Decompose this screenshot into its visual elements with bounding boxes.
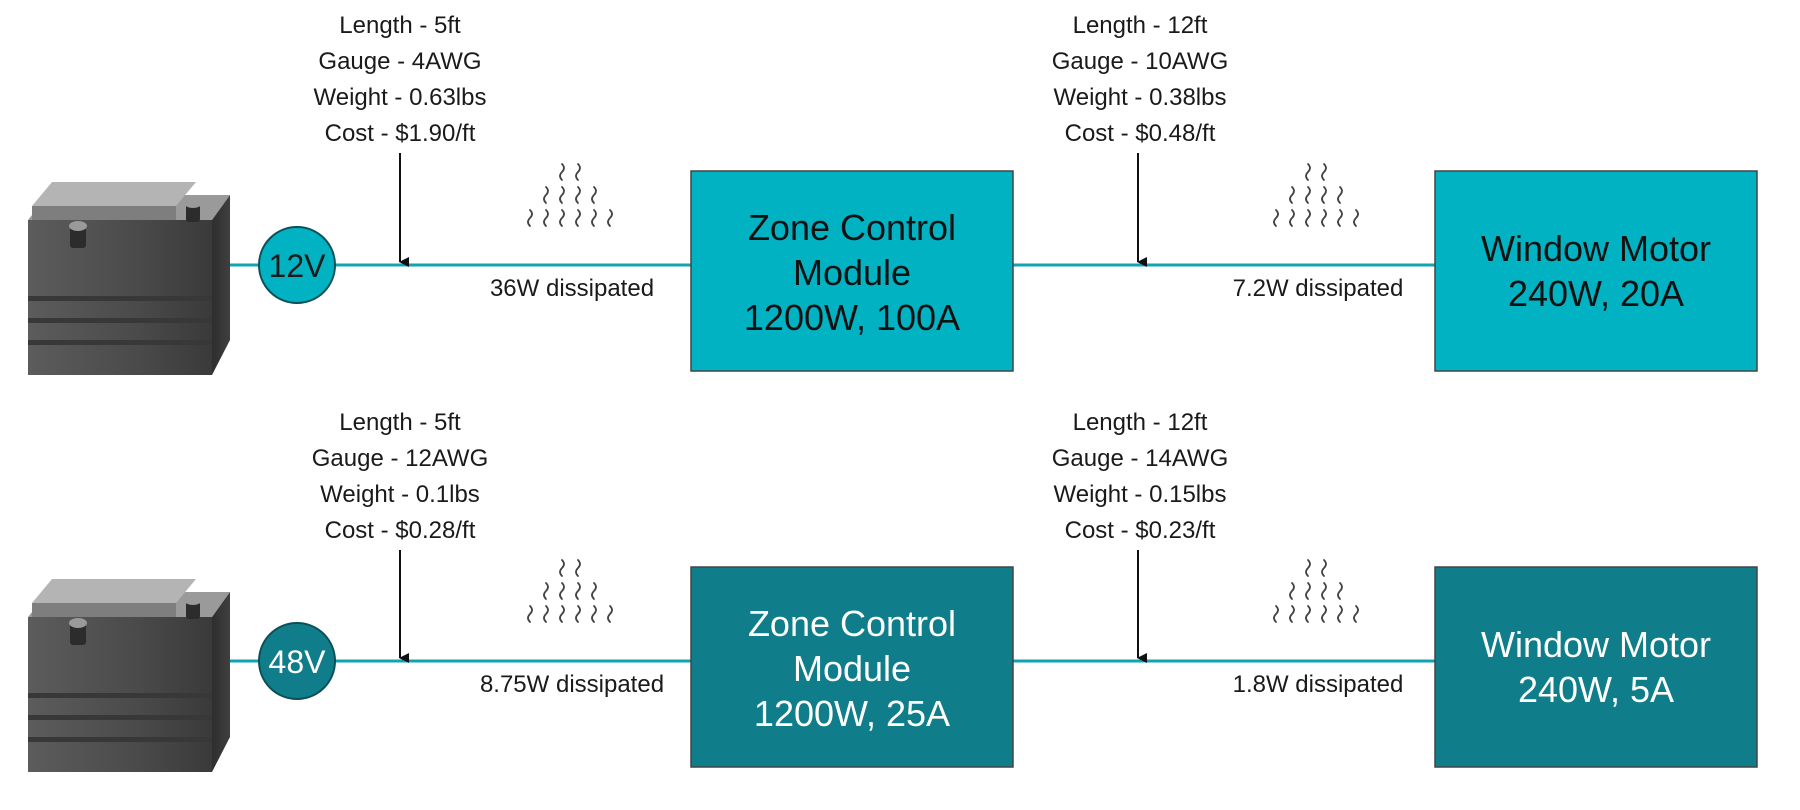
- dissipation-label: 7.2W dissipated: [1233, 275, 1404, 302]
- spec-cost: Cost - $1.90/ft: [325, 120, 476, 147]
- spec-weight: Weight - 0.63lbs: [314, 84, 487, 111]
- spec-cost: Cost - $0.23/ft: [1065, 517, 1216, 544]
- voltage-badge: [258, 622, 336, 700]
- window-motor-label-line2: 240W, 20A: [1508, 273, 1684, 314]
- wire-spec-group: Length - 5ft Gauge - 12AWG Weight - 0.1l…: [312, 409, 489, 544]
- wire-spec-group: Length - 12ft Gauge - 14AWG Weight - 0.1…: [1052, 409, 1229, 544]
- voltage-badge: [258, 226, 336, 304]
- voltage-label: 48V: [269, 644, 327, 680]
- window-motor-box: [1434, 566, 1758, 768]
- zone-module-label-line1: Zone Control: [748, 207, 956, 248]
- zone-control-module-box: [690, 566, 1014, 768]
- battery-icon: [28, 182, 230, 375]
- zone-control-module-box: [690, 170, 1014, 372]
- heat-dissipation-icon: [1273, 163, 1359, 227]
- dissipation-label: 1.8W dissipated: [1233, 671, 1404, 698]
- spec-length: Length - 5ft: [339, 409, 461, 436]
- spec-length: Length - 12ft: [1073, 409, 1208, 436]
- battery-icon: [28, 579, 230, 772]
- spec-cost: Cost - $0.28/ft: [325, 517, 476, 544]
- row-48v: 48V Length - 5ft Gauge - 12AWG Weight - …: [28, 409, 1758, 772]
- heat-dissipation-icon: [527, 163, 613, 227]
- zone-module-label-line3: 1200W, 100A: [744, 297, 960, 338]
- spec-weight: Weight - 0.38lbs: [1054, 84, 1227, 111]
- zone-module-label-line2: Module: [793, 648, 911, 689]
- spec-gauge: Gauge - 14AWG: [1052, 445, 1229, 472]
- spec-length: Length - 12ft: [1073, 12, 1208, 39]
- window-motor-box: [1434, 170, 1758, 372]
- spec-weight: Weight - 0.15lbs: [1054, 481, 1227, 508]
- dissipation-label: 8.75W dissipated: [480, 671, 664, 698]
- heat-dissipation-icon: [1273, 559, 1359, 623]
- dissipation-label: 36W dissipated: [490, 275, 654, 302]
- row-12v: 12V Length - 5ft Gauge - 4AWG Weight - 0…: [28, 12, 1758, 375]
- zone-module-label-line1: Zone Control: [748, 603, 956, 644]
- spec-weight: Weight - 0.1lbs: [320, 481, 480, 508]
- zone-module-label-line2: Module: [793, 252, 911, 293]
- wire-spec-group: Length - 12ft Gauge - 10AWG Weight - 0.3…: [1052, 12, 1229, 147]
- heat-dissipation-icon: [527, 559, 613, 623]
- spec-length: Length - 5ft: [339, 12, 461, 39]
- window-motor-label-line2: 240W, 5A: [1518, 669, 1674, 710]
- zone-module-label-line3: 1200W, 25A: [754, 693, 950, 734]
- spec-gauge: Gauge - 4AWG: [318, 48, 481, 75]
- spec-gauge: Gauge - 10AWG: [1052, 48, 1229, 75]
- spec-gauge: Gauge - 12AWG: [312, 445, 489, 472]
- voltage-label: 12V: [269, 248, 327, 284]
- window-motor-label-line1: Window Motor: [1481, 228, 1711, 269]
- spec-cost: Cost - $0.48/ft: [1065, 120, 1216, 147]
- window-motor-label-line1: Window Motor: [1481, 624, 1711, 665]
- wire-spec-group: Length - 5ft Gauge - 4AWG Weight - 0.63l…: [314, 12, 487, 147]
